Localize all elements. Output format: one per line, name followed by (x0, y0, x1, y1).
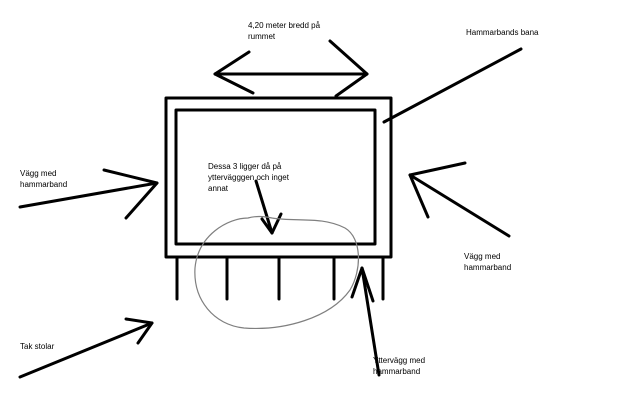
center-arrow (254, 179, 283, 235)
yttervagg-label: Yttervägg med hammarband (373, 356, 426, 376)
left-wall-label: Vägg med hammarband (20, 169, 68, 189)
tak-stolar-label: Tak stolar (20, 342, 55, 351)
room-width-label: 4,20 meter bredd på rummet (248, 21, 321, 41)
inner-ceiling-rectangle (174, 108, 377, 246)
right-wall-arrow (408, 161, 511, 238)
right-wall-label: Vägg med hammarband (464, 252, 512, 272)
width-double-arrow (213, 39, 369, 98)
left-wall-arrow (18, 168, 159, 220)
yttervagg-arrow (350, 266, 381, 377)
highlight-ellipse (194, 215, 360, 330)
tak-stolar-arrow (18, 317, 154, 379)
hammarbands-bana-label: Hammarbands bana (466, 28, 539, 37)
bana-pointer-line (382, 47, 523, 124)
center-note-label: Dessa 3 ligger då på yttervägggen och in… (208, 162, 289, 193)
